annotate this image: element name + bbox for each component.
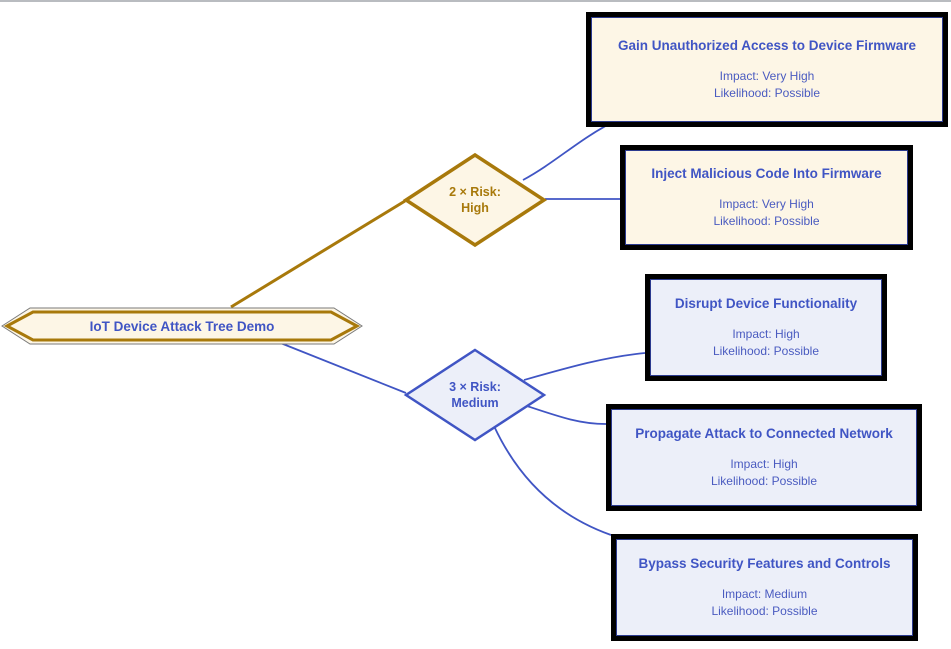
leaf-node-bypass-security[interactable]: Bypass Security Features and Controls Im… (616, 539, 913, 636)
gate-high-diamond-shape (403, 152, 547, 248)
leaf-node-propagate-network[interactable]: Propagate Attack to Connected Network Im… (611, 409, 917, 506)
root-node-label: IoT Device Attack Tree Demo (89, 318, 275, 334)
gate-high-risk: High (461, 201, 489, 215)
leaf-likelihood: Likelihood: Possible (713, 85, 821, 100)
gate-medium-count: 3 × Risk: (449, 379, 501, 394)
leaf-impact: Impact: Medium (721, 587, 808, 602)
leaf-impact: Impact: High (732, 327, 800, 342)
leaf-title: Propagate Attack to Connected Network (635, 426, 893, 442)
edge-root-to-gate-high (230, 199, 406, 309)
leaf-likelihood: Likelihood: Possible (712, 343, 820, 358)
leaf-node-disrupt-function[interactable]: Disrupt Device Functionality Impact: Hig… (650, 279, 882, 376)
edge-root-to-gate-medium (277, 341, 407, 394)
leaf-likelihood: Likelihood: Possible (713, 213, 820, 228)
leaf-likelihood: Likelihood: Possible (710, 473, 818, 488)
gate-medium-risk: Medium (451, 396, 499, 410)
leaf-node-inject-code[interactable]: Inject Malicious Code Into Firmware Impa… (625, 150, 908, 245)
leaf-title: Disrupt Device Functionality (674, 296, 858, 312)
gate-risk-high[interactable]: 2 × Risk: High (403, 152, 547, 248)
gate-high-label: 2 × Risk: High (449, 184, 501, 217)
root-hexagon-shape (1, 307, 363, 345)
leaf-title: Bypass Security Features and Controls (638, 556, 891, 572)
root-node[interactable]: IoT Device Attack Tree Demo (0, 305, 364, 347)
gate-high-count: 2 × Risk: (449, 184, 501, 199)
leaf-impact: Impact: Very High (719, 197, 814, 212)
gate-risk-medium[interactable]: 3 × Risk: Medium (403, 347, 547, 443)
leaf-impact: Impact: Very High (719, 69, 815, 84)
leaf-likelihood: Likelihood: Possible (711, 603, 818, 618)
leaf-title: Gain Unauthorized Access to Device Firmw… (617, 38, 917, 54)
leaf-node-firmware-access[interactable]: Gain Unauthorized Access to Device Firmw… (591, 17, 943, 122)
gate-medium-diamond-shape (403, 348, 547, 442)
leaf-impact: Impact: High (730, 457, 798, 472)
gate-medium-label: 3 × Risk: Medium (449, 379, 501, 412)
leaf-title: Inject Malicious Code Into Firmware (651, 166, 882, 182)
